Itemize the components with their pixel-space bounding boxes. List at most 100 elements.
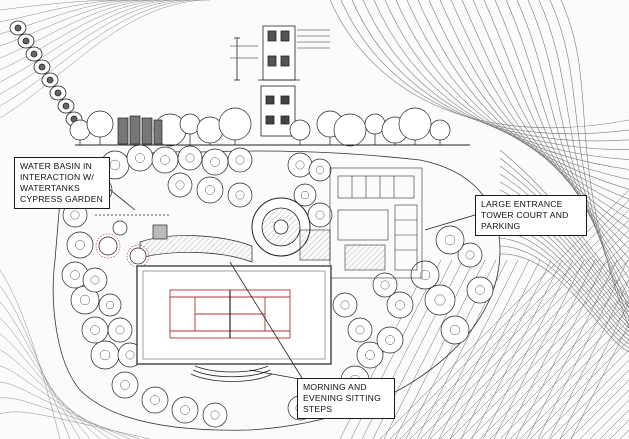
tree-inner [150,395,160,405]
callout-sitting-steps: MORNING AND EVENING SITTING STEPS [297,378,395,419]
tree-inner [235,190,245,200]
grid-line [383,259,475,439]
callout-line: LARGE ENTRANCE [481,199,563,209]
tree [356,341,384,369]
grid-line [479,289,629,439]
tree [126,144,154,172]
tree-inner [434,294,446,306]
contour-line [0,301,81,439]
tree [287,152,313,178]
tree [347,317,373,343]
grid-line [489,299,629,439]
contour-line [499,173,629,313]
tree-inner [315,210,325,220]
contour-line [373,0,629,160]
tree [90,340,120,370]
terrace-paving-east [299,229,331,261]
tree-inner [210,157,220,167]
tree [202,402,228,428]
grid-line [559,369,629,439]
tree-inner [79,294,91,306]
grid-line [570,323,629,439]
tree-inner [135,153,145,163]
tree-inner [235,155,245,165]
grid-line [559,301,629,439]
tree [107,317,133,343]
tree-inner [115,325,125,335]
grid-line [548,279,629,439]
tree [196,176,224,204]
elevation-tree [398,107,432,141]
tree-inner [380,280,390,290]
grid-line [504,259,596,439]
callout-line: PARKING [481,221,521,231]
grid-line [459,269,629,439]
tree [111,371,139,399]
terrain-contours-left [0,0,211,439]
contour-line [505,0,629,279]
tree [376,326,404,354]
terrain-contours-right [329,0,629,353]
tree [177,145,203,171]
grid-line [493,259,585,439]
cypress-row-trees [9,20,83,127]
grid-line [399,209,629,439]
contour-line [499,165,629,309]
contour-line [362,0,629,151]
contour-line [549,0,629,319]
grid-line [569,379,629,439]
grid-line [427,259,519,439]
contour-line [0,0,211,119]
tree-inner [70,210,80,220]
water-basin-accent [95,233,150,268]
contour-line [384,0,629,170]
tree-inner [355,325,365,335]
water-tanks [117,115,163,145]
tree-inner [75,240,85,250]
contour-line [0,317,91,439]
tree-inner [105,300,115,310]
tree [308,158,332,182]
contour-line [0,333,101,439]
contour-line [0,0,201,107]
grid-line [589,399,629,439]
cypress-tree-center [62,102,70,110]
tree-inner [465,250,475,260]
callout-line: WATER BASIN IN [20,161,93,171]
contour-line [0,0,131,23]
grid-line [482,259,574,439]
contour-line [395,0,629,180]
contour-line [0,285,71,439]
contour-line [0,397,141,439]
tree-inner [125,350,135,360]
sitting-steps [190,365,273,382]
contour-line [0,349,111,439]
contour-line [499,237,629,345]
contour-line [417,0,629,200]
tree [81,316,109,344]
tree-inner [300,190,310,200]
tree-inner [90,275,100,285]
grid-line [509,319,629,439]
tree [332,292,358,318]
contour-line [472,0,629,249]
contour-line [0,0,151,47]
tree [372,272,398,298]
cypress-tree-center [38,63,46,71]
tree-inner [175,180,185,190]
callout-entrance-tower-court: LARGE ENTRANCE TOWER COURT AND PARKING [475,195,587,236]
tree [201,148,229,176]
cypress-tree-center [46,76,54,84]
contour-line [499,229,629,341]
grid-line [539,349,629,439]
contour-line [0,411,151,439]
tree [227,147,253,173]
tree-inner [70,270,80,280]
grid-line [515,259,607,439]
elevation-tree [289,119,311,141]
tree-inner [475,285,485,295]
contour-line [0,269,61,439]
tree-inner [449,324,461,336]
tree-inner [395,300,405,310]
